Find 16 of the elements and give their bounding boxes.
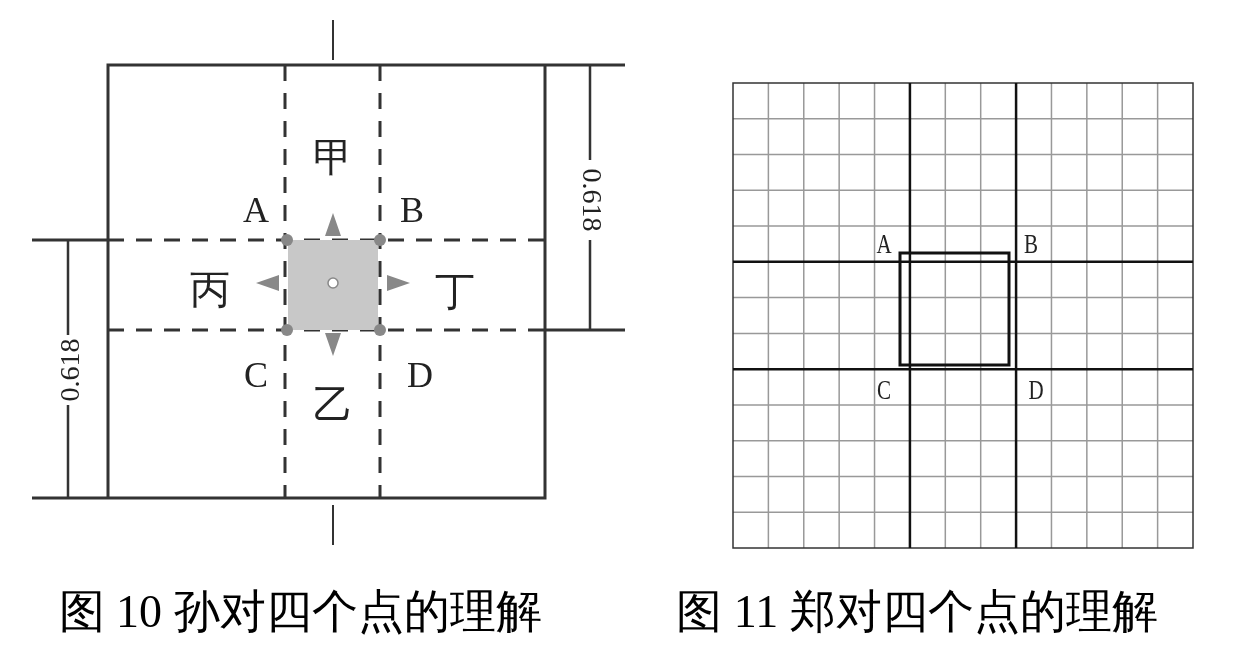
dimension-label: 0.618 [56, 338, 84, 402]
point-label: A [876, 230, 892, 258]
point-label: C [877, 376, 891, 404]
point-label: B [1024, 230, 1038, 258]
point-label: D [1028, 376, 1044, 404]
point-label: B [400, 192, 424, 228]
point-label: A [243, 192, 269, 228]
region-label: 乙 [313, 385, 353, 425]
region-label: 甲 [313, 138, 353, 178]
point-label: C [244, 357, 268, 393]
figure-caption: 图 10 孙对四个点的理解 [58, 589, 542, 635]
region-label: 丁 [435, 272, 475, 312]
region-label: 丙 [190, 270, 230, 310]
point-label: D [407, 357, 433, 393]
figure-caption: 图 11 郑对四个点的理解 [676, 589, 1158, 635]
dimension-label: 0.618 [578, 168, 606, 232]
